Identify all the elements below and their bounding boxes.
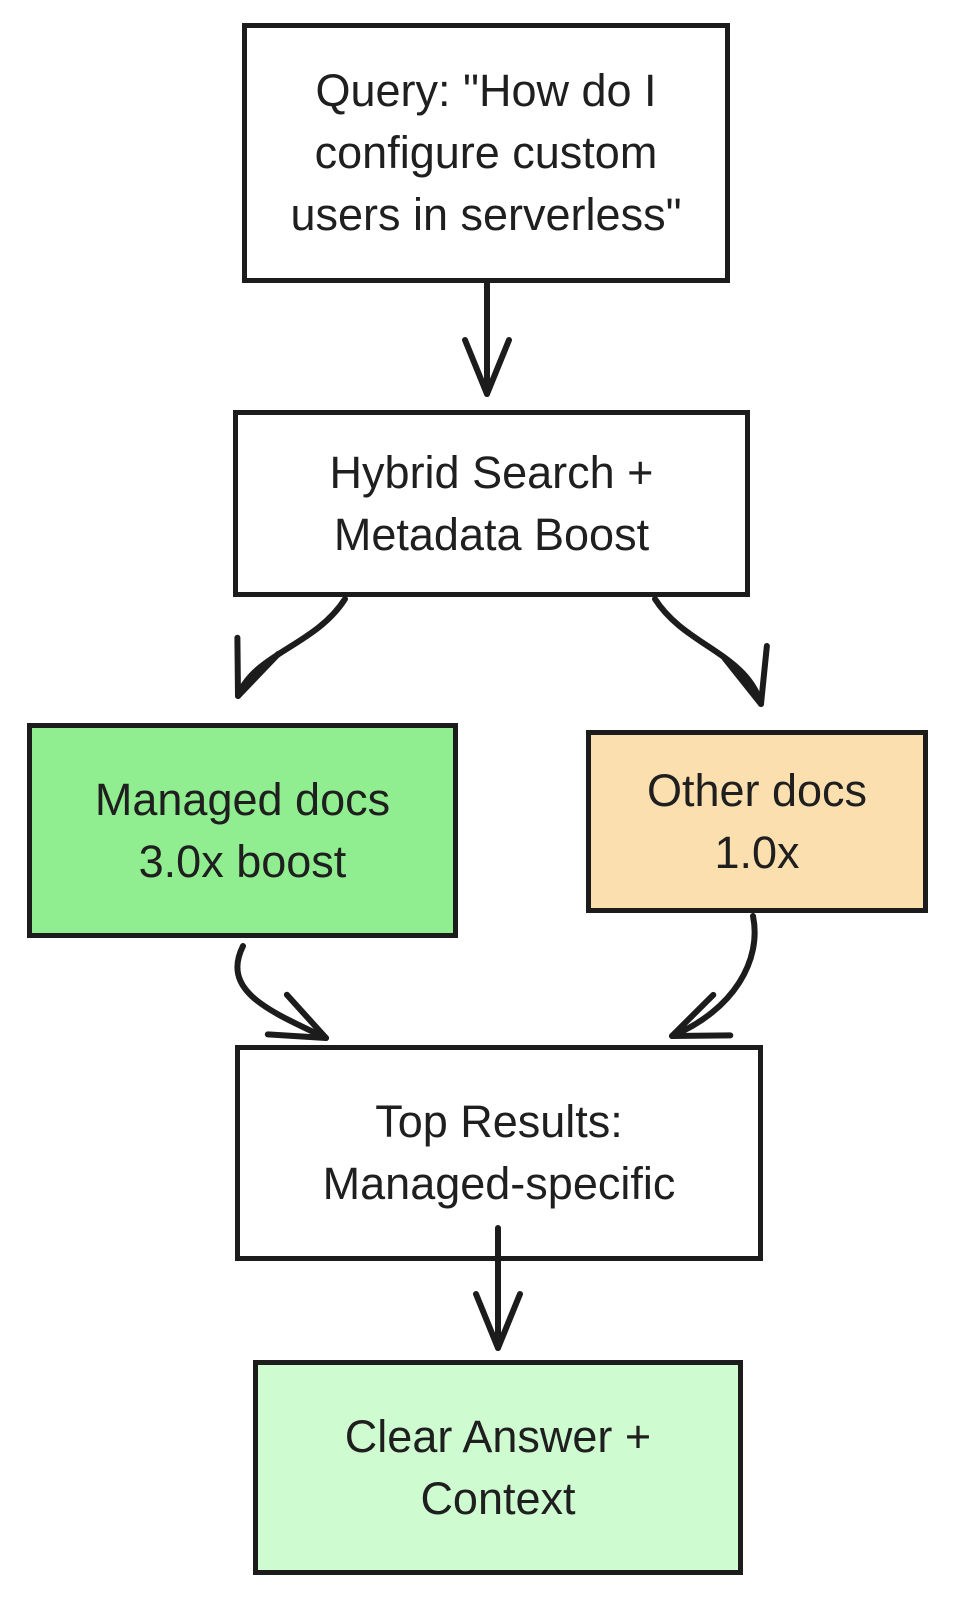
arrow-other-to-results: [669, 913, 758, 1039]
node-other-docs: Other docs 1.0x: [586, 730, 928, 913]
arrow-hybrid-to-other: [652, 596, 770, 707]
node-query: Query: "How do I configure custom users …: [242, 23, 730, 283]
arrow-hybrid-to-managed: [234, 596, 348, 699]
arrow-managed-to-results: [234, 943, 329, 1041]
node-managed-docs-boost: Managed docs 3.0x boost: [27, 723, 458, 938]
node-clear-answer: Clear Answer + Context: [253, 1360, 743, 1575]
node-hybrid-search: Hybrid Search + Metadata Boost: [233, 410, 750, 597]
node-top-results: Top Results: Managed-specific: [235, 1045, 763, 1261]
